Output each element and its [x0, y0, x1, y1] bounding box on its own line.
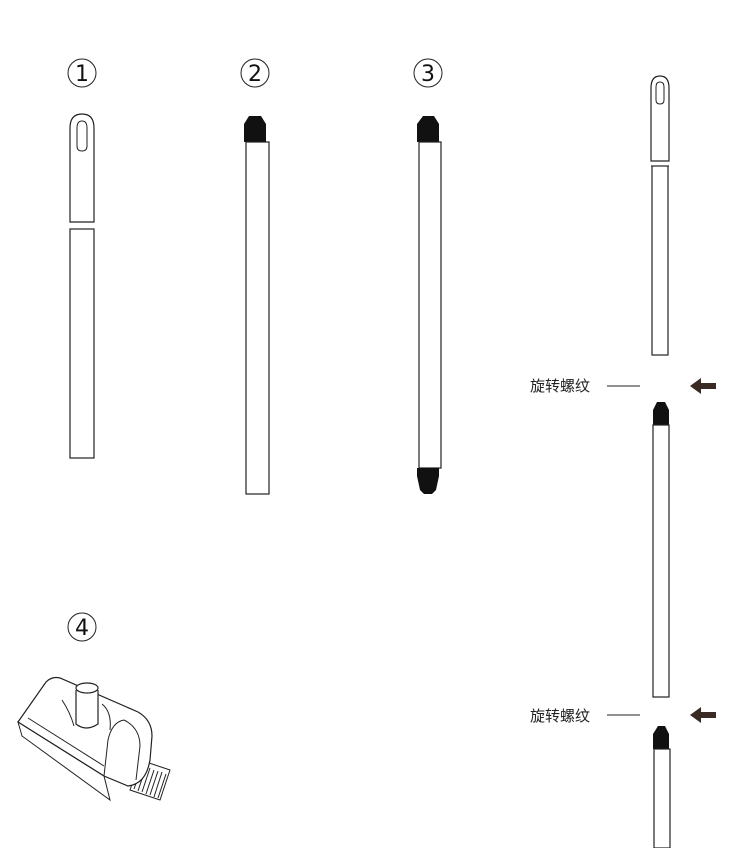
- part-number-1: 1: [67, 58, 97, 88]
- thread-label-top: 旋转螺纹: [530, 377, 590, 395]
- arrow-left-icon: [690, 707, 716, 723]
- part-2-middle-pole: [244, 116, 270, 495]
- assembled-pole-top-section: [650, 75, 670, 356]
- assembled-pole-middle-section: [652, 402, 670, 698]
- part-number-3-text: 3: [421, 62, 435, 87]
- callout-thread-bottom: 旋转螺纹: [530, 707, 640, 725]
- thread-label-bottom: 旋转螺纹: [530, 707, 590, 725]
- assembled-pole-bottom-section: [653, 726, 671, 848]
- part-3-double-threaded-pole: [417, 116, 442, 494]
- part-number-1-text: 1: [75, 62, 89, 87]
- part-number-4-text: 4: [75, 616, 89, 641]
- part-number-3: 3: [413, 58, 443, 88]
- part-1-pole-with-grip: [69, 113, 95, 459]
- part-number-4: 4: [67, 612, 97, 642]
- arrow-left-icon: [690, 378, 716, 394]
- part-number-2-text: 2: [248, 62, 262, 87]
- part-4-broom-head: [17, 676, 171, 802]
- part-number-2: 2: [240, 58, 270, 88]
- callout-thread-top: 旋转螺纹: [530, 377, 640, 395]
